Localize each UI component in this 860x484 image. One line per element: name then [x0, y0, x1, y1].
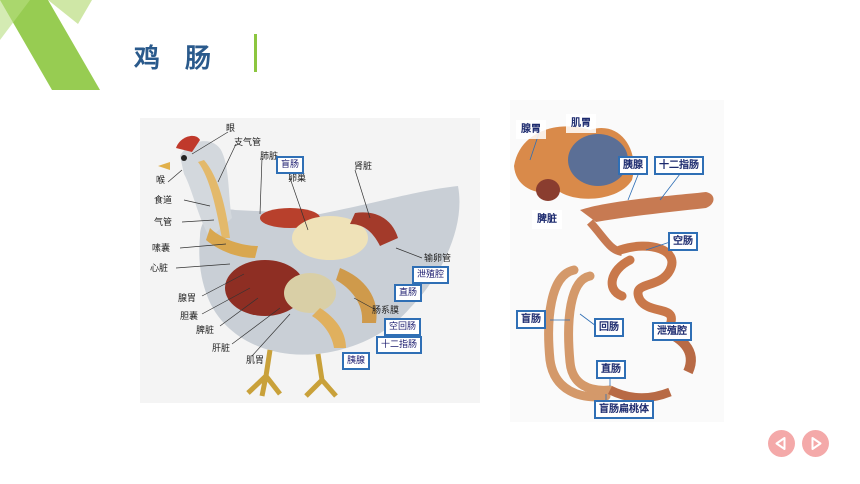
box-label-pancreas-photo: 胰腺 [618, 156, 648, 175]
label-spleen-photo: 脾脏 [532, 210, 562, 229]
label-eye: 眼 [226, 124, 236, 134]
label-heart: 心脏 [150, 264, 169, 274]
box-label-cloaca-photo: 泄殖腔 [652, 322, 692, 341]
label-oviduct: 输卵管 [424, 254, 452, 264]
label-larynx: 喉 [156, 176, 166, 186]
label-esophagus: 食道 [154, 196, 173, 206]
chicken-anatomy-figure: 眼 支气管 肺脏 卵巢 肾脏 喉 食道 气管 嗉囊 心脏 输卵管 肠系膜 腺胃 … [140, 118, 480, 403]
label-mesentery: 肠系膜 [372, 306, 400, 316]
intestine-illustration [510, 100, 724, 422]
box-label-cecal-tonsil-photo: 盲肠扁桃体 [594, 400, 654, 419]
label-ovary: 卵巢 [288, 174, 307, 184]
label-proventriculus-photo: 腺胃 [516, 120, 546, 139]
label-kidney: 肾脏 [354, 162, 373, 172]
box-label-rectum-photo: 直肠 [596, 360, 626, 379]
box-label-cecum-photo: 盲肠 [516, 310, 546, 329]
intestine-figure: 腺胃 肌胃 脾脏 胰腺 十二指肠 空肠 盲肠 回肠 泄殖腔 直肠 盲肠扁桃体 [510, 100, 724, 422]
box-label-jejunoileum: 空回肠 [384, 318, 422, 336]
label-gizzard-photo: 肌胃 [566, 114, 596, 133]
box-label-rectum: 直肠 [394, 284, 423, 302]
triangle-right-icon [811, 437, 822, 450]
title-divider [254, 34, 257, 72]
box-label-jejunum-photo: 空肠 [668, 232, 698, 251]
label-crop: 嗉囊 [152, 244, 171, 254]
label-liver: 肝脏 [212, 344, 231, 354]
label-trachea: 气管 [154, 218, 173, 228]
corner-decoration [0, 0, 100, 90]
next-slide-button[interactable] [802, 430, 829, 457]
triangle-left-icon [775, 437, 786, 450]
label-bronchus: 支气管 [234, 138, 262, 148]
label-gallbladder: 胆囊 [180, 312, 199, 322]
chicken-illustration [140, 118, 480, 403]
box-label-cloaca: 泄殖腔 [412, 266, 450, 284]
box-label-ileum-photo: 回肠 [594, 318, 624, 337]
box-label-pancreas: 胰腺 [342, 352, 371, 370]
page-title: 鸡 肠 [134, 44, 220, 74]
box-label-duodenum-photo: 十二指肠 [654, 156, 704, 175]
label-proventriculus: 腺胃 [178, 294, 197, 304]
prev-slide-button[interactable] [768, 430, 795, 457]
label-spleen: 脾脏 [196, 326, 215, 336]
box-label-duodenum: 十二指肠 [376, 336, 423, 354]
label-gizzard: 肌胃 [246, 356, 265, 366]
box-label-cecum: 盲肠 [276, 156, 305, 174]
label-lung: 肺脏 [260, 152, 279, 162]
